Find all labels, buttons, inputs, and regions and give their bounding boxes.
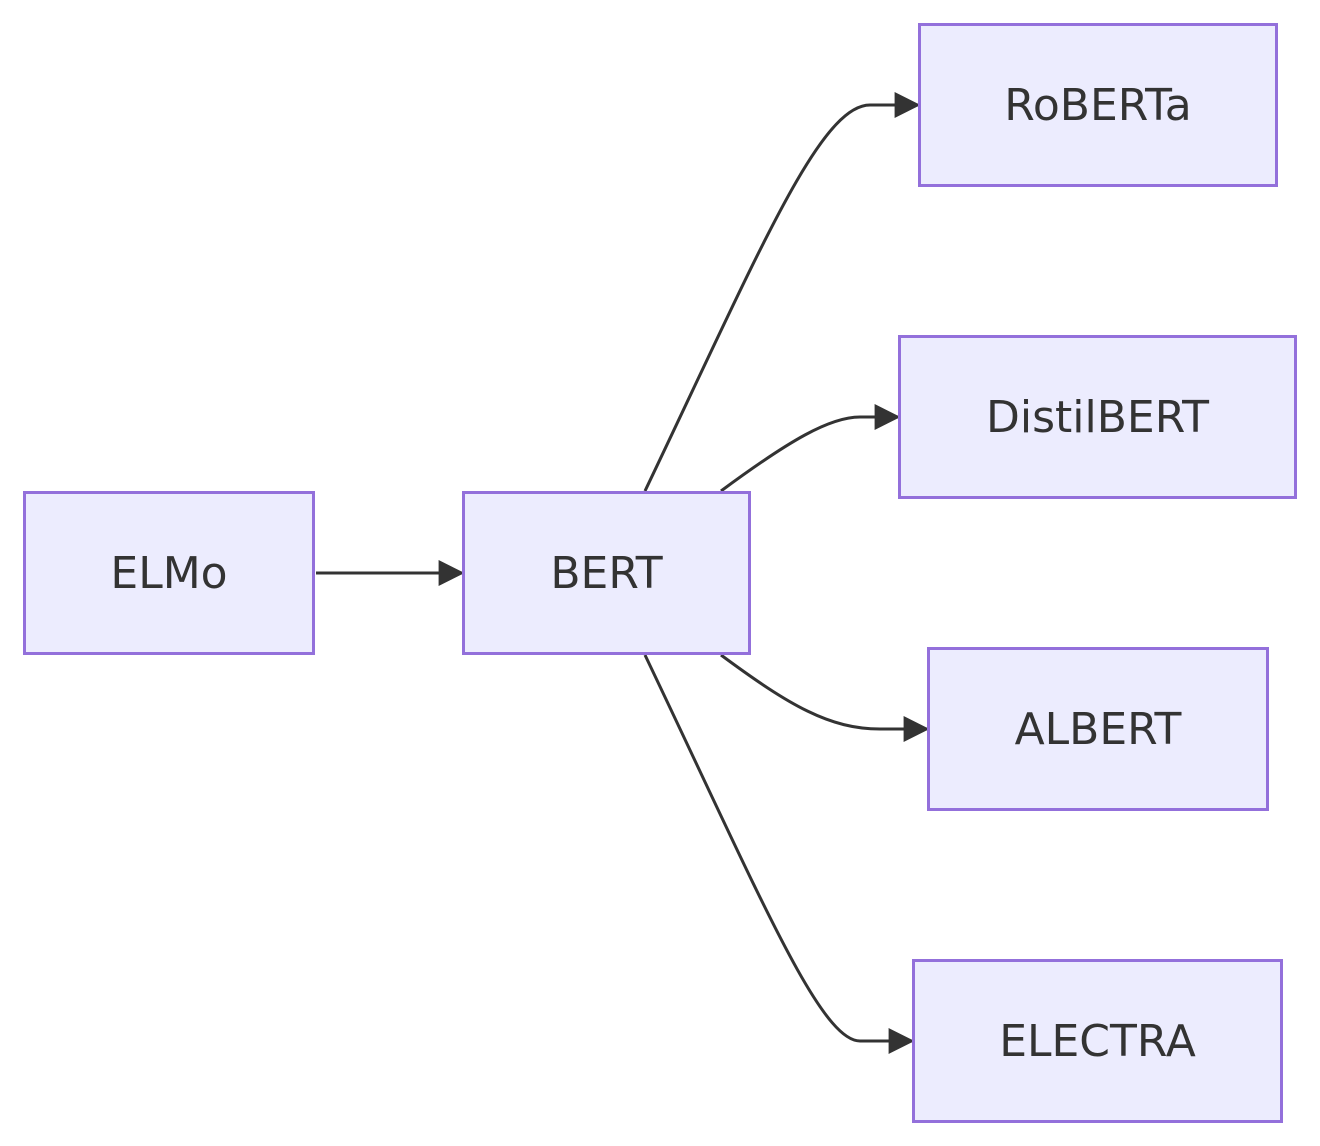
- node-albert[interactable]: ALBERT: [927, 647, 1269, 811]
- node-bert[interactable]: BERT: [462, 491, 751, 655]
- edge-bert-roberta: [643, 92, 921, 492]
- node-roberta[interactable]: RoBERTa: [918, 23, 1278, 187]
- edge-bert-albert: [720, 653, 930, 742]
- edge-bert-electra: [643, 654, 915, 1054]
- node-electra[interactable]: ELECTRA: [912, 959, 1283, 1123]
- node-roberta-label: RoBERTa: [1004, 79, 1192, 131]
- edge-bert-distilbert: [720, 404, 901, 493]
- node-bert-label: BERT: [550, 547, 663, 599]
- node-distilbert[interactable]: DistilBERT: [898, 335, 1297, 499]
- node-elmo-label: ELMo: [110, 547, 228, 599]
- node-albert-label: ALBERT: [1014, 703, 1182, 755]
- node-elmo[interactable]: ELMo: [23, 491, 315, 655]
- node-electra-label: ELECTRA: [999, 1015, 1196, 1067]
- node-distilbert-label: DistilBERT: [986, 391, 1209, 443]
